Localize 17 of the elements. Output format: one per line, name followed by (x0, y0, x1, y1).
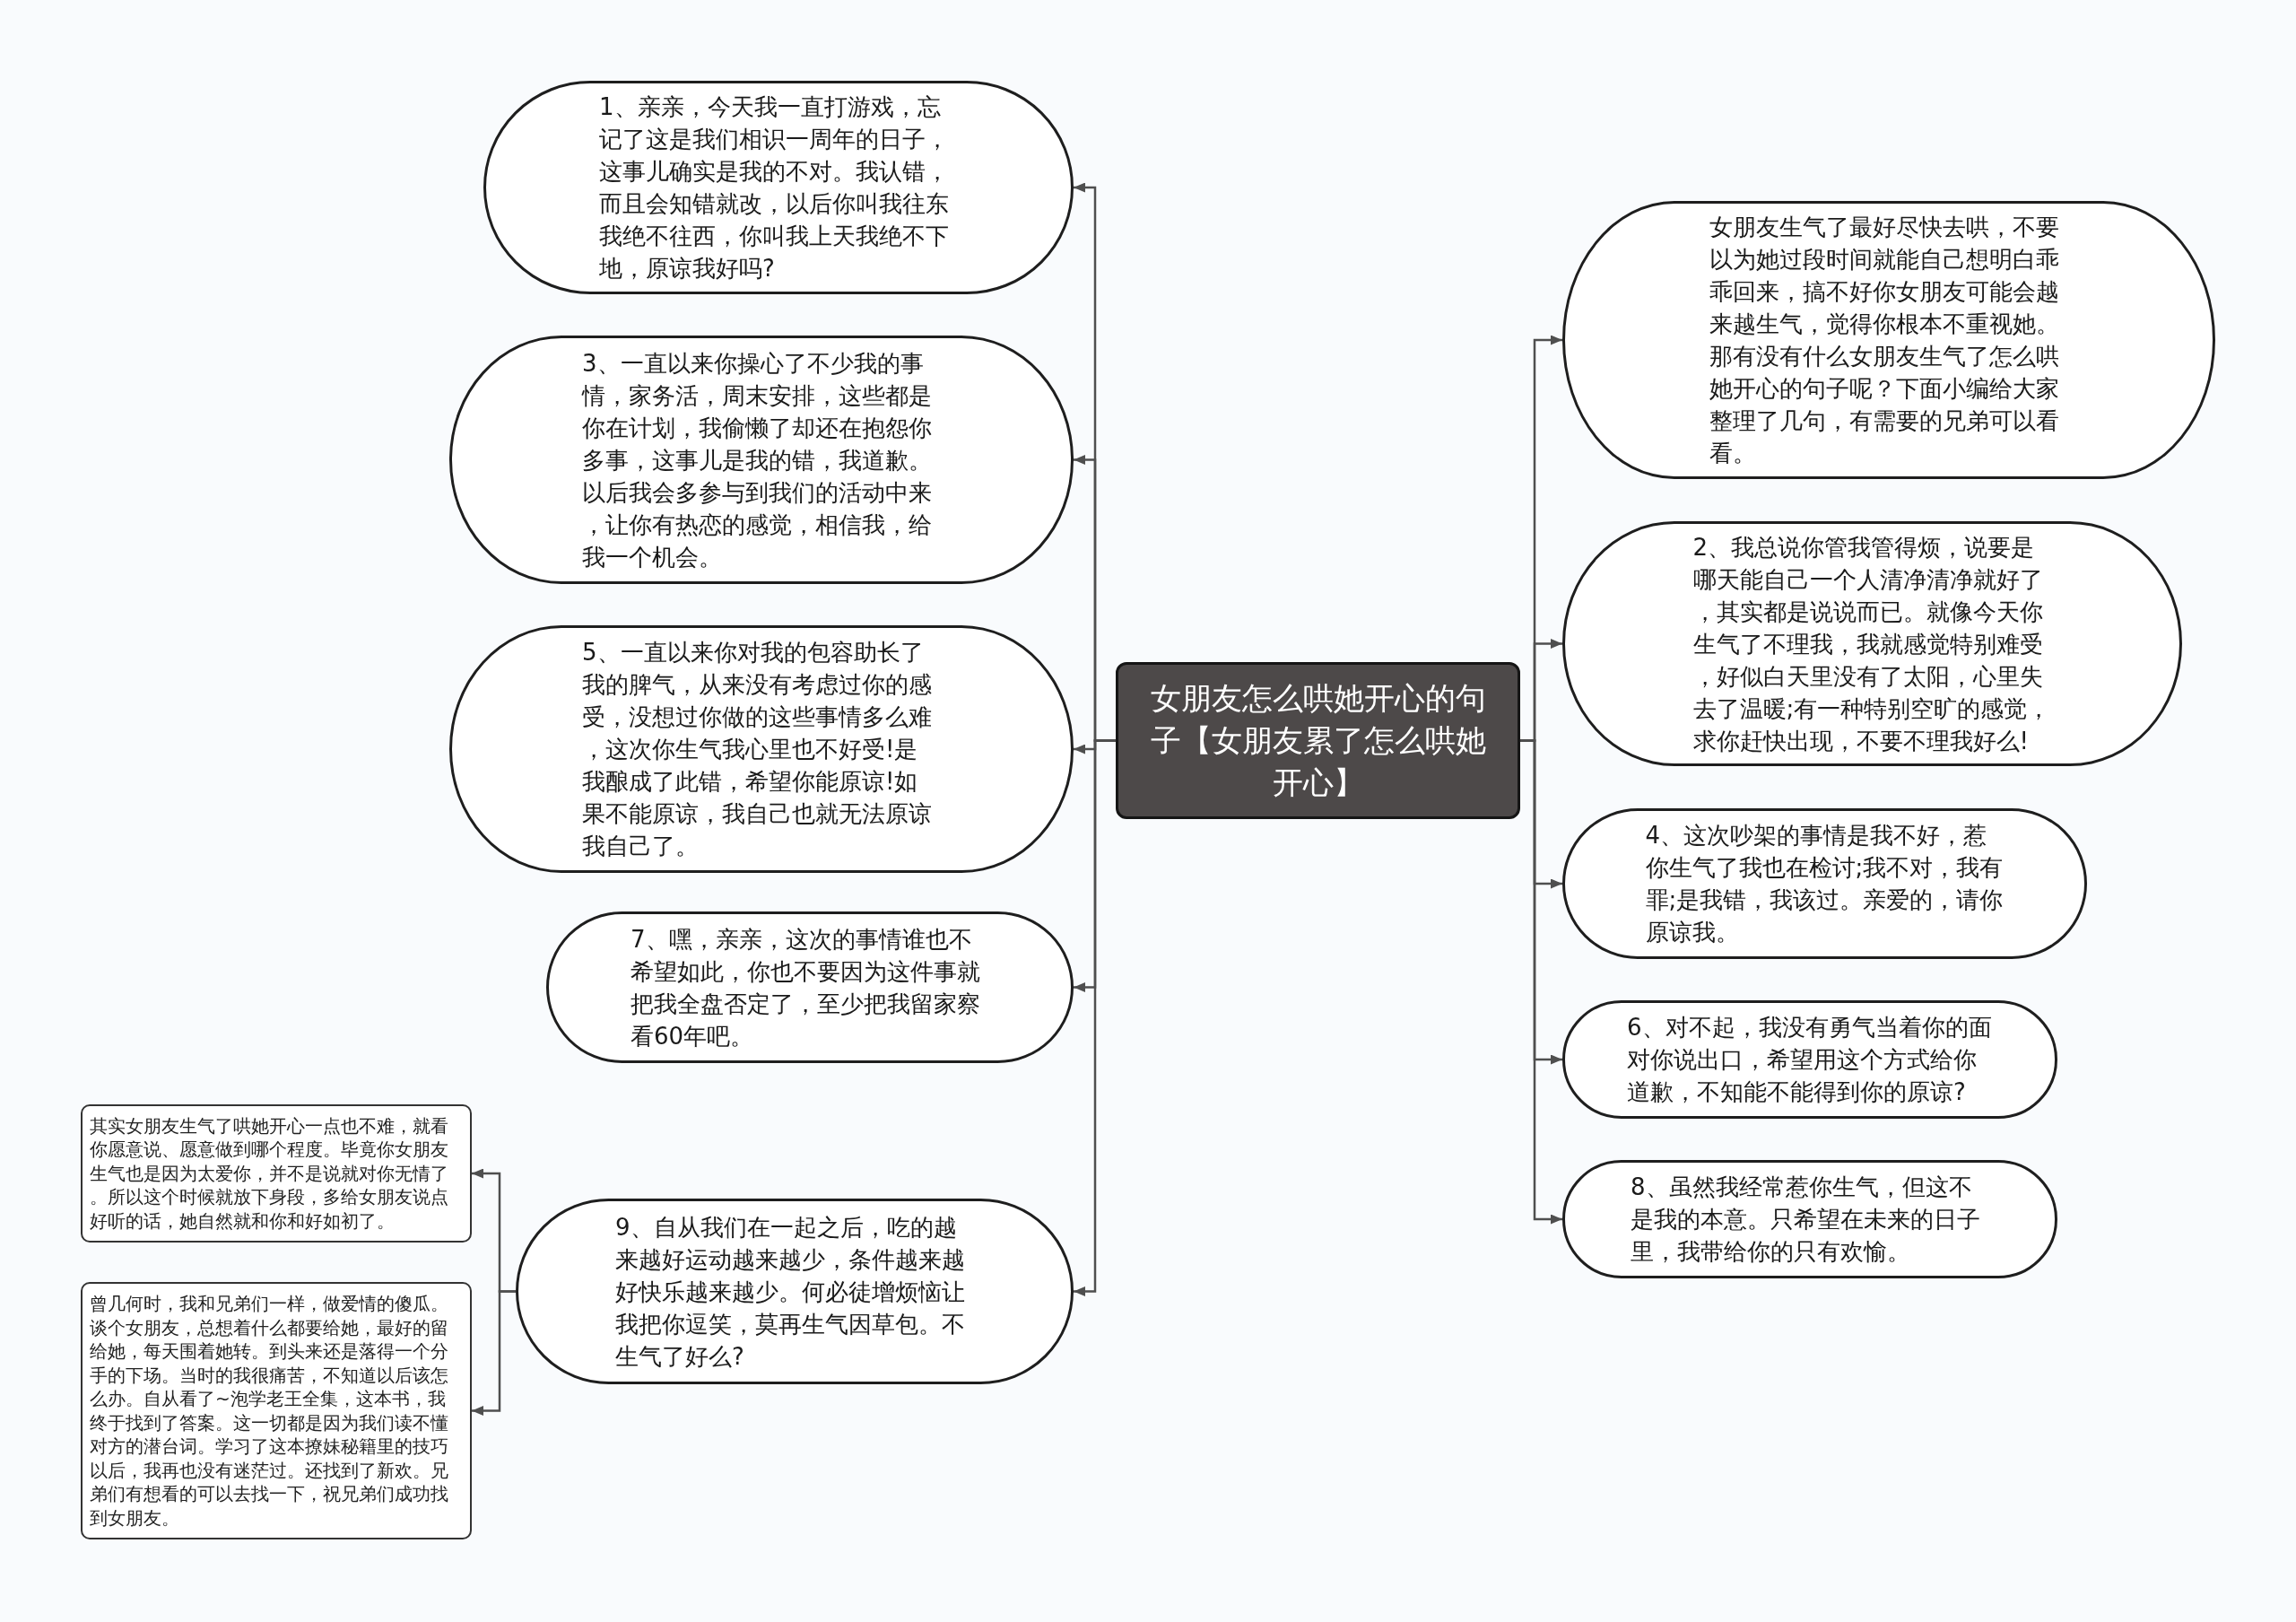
note-box (81, 1282, 472, 1539)
note-text: 其实女朋友生气了哄她开心一点也不难，就看你愿意说、愿意做到哪个程度。毕竟你女朋友生气也是因为太爱你，并不是说就对你无情了。所以这个时候就放下身段，多给女朋友说点好听的话，她自然就和你和好如初了。 (90, 1113, 449, 1234)
note-text: 曾几何时，我和兄弟们一样，做爱情的傻瓜。谈个女朋友，总想着什么都要给她，最好的留给她，每天围着她转。到头来还是落得一个分手的下场。当时的我很痛苦，不知道以后该怎么办。自从看了~泡学老王全集，这本书，我终于找到了答案。这一切都是因为我们读不懂对方的潜台词。学习了这本撩妹秘籍里的技巧以后，我再也没有迷茫过。还找到了新欢。兄弟们有想看的可以去找一下，祝兄弟们成功找到女朋友。 (90, 1292, 449, 1530)
node-text: 2、我总说你管我管得烦，说要是哪天能自己一个人清净清净就好了，其实都是说说而已。就像今天你生气了不理我，我就感觉特别难受，好似白天里没有了太阳，心里失去了温暖;有一种特别空旷的感觉，求你赶快出现，不要不理我好么! (1692, 532, 2052, 756)
node-text: 5、一直以来你对我的包容助长了我的脾气，从来没有考虑过你的感受，没想过你做的这些事情多么难，这次你生气我心里也不好受!是我酿成了此错，希望你能原谅!如果不能原谅，我自己也就无法原谅我自己了。 (582, 638, 933, 861)
node-text: 9、自从我们在一起之后，吃的越来越好运动越来越少，条件越来越好快乐越来越少。何必徒增烦恼让我把你逗笑，莫再生气因草包。不生气了好么? (615, 1212, 966, 1372)
arrow-connector (472, 1290, 516, 1416)
note-box (81, 1104, 472, 1243)
node-text: 7、嘿，亲亲，这次的事情谁也不希望如此，你也不要因为这件事就把我全盘否定了，至少把我留家察看60年吧。 (631, 924, 981, 1051)
node-text: 4、这次吵架的事情是我不好，惹你生气了我也在检讨;我不对，我有罪;是我错，我该过。亲爱的，请你原谅我。 (1645, 821, 2005, 947)
node-text: 女朋友生气了最好尽快去哄，不要以为她过段时间就能自己想明白乖乖回来，搞不好你女朋友可能会越来越生气，觉得你根本不重视她。那有没有什么女朋友生气了怎么哄她开心的句子呢？下面小编给大家整理了几句，有需要的兄弟可以看看。 (1709, 213, 2060, 468)
topic-text: 女朋友怎么哄她开心的句子【女朋友累了怎么哄她开心】 (1149, 679, 1487, 802)
node-text: 1、亲亲，今天我一直打游戏，忘记了这是我们相识一周年的日子，这事儿确实是我的不对。我认错，而且会知错就改，以后你叫我往东我绝不往西，你叫我上天我绝不下地，原谅我好吗? (599, 92, 950, 283)
node-text: 3、一直以来你操心了不少我的事情，家务活，周末安排，这些都是你在计划，我偷懒了却还在抱怨你多事，这事儿是我的错，我道歉。以后我会多参与到我们的活动中来，让你有热恋的感觉，相信我，给我一个机会。 (582, 348, 933, 572)
node-text: 6、对不起，我没有勇气当着你的面对你说出口，希望用这个方式给你道歉，不知能不能得到你的原谅? (1627, 1013, 1993, 1107)
topic-box (1116, 662, 1520, 819)
node-text: 8、虽然我经常惹你生气，但这不是我的本意。只希望在未来的日子里，我带给你的只有欢愉。 (1631, 1173, 1981, 1267)
